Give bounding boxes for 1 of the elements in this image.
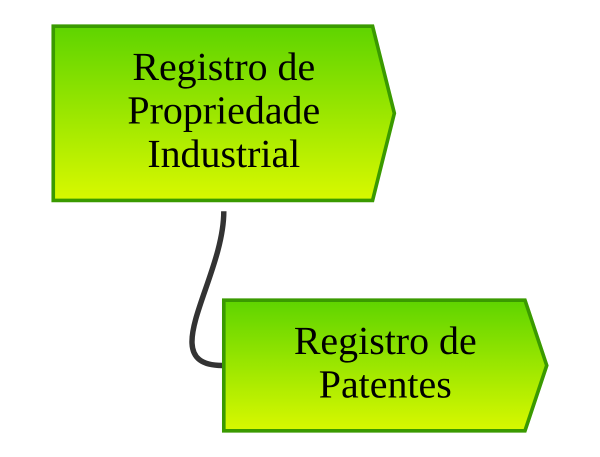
connector (189, 211, 227, 368)
